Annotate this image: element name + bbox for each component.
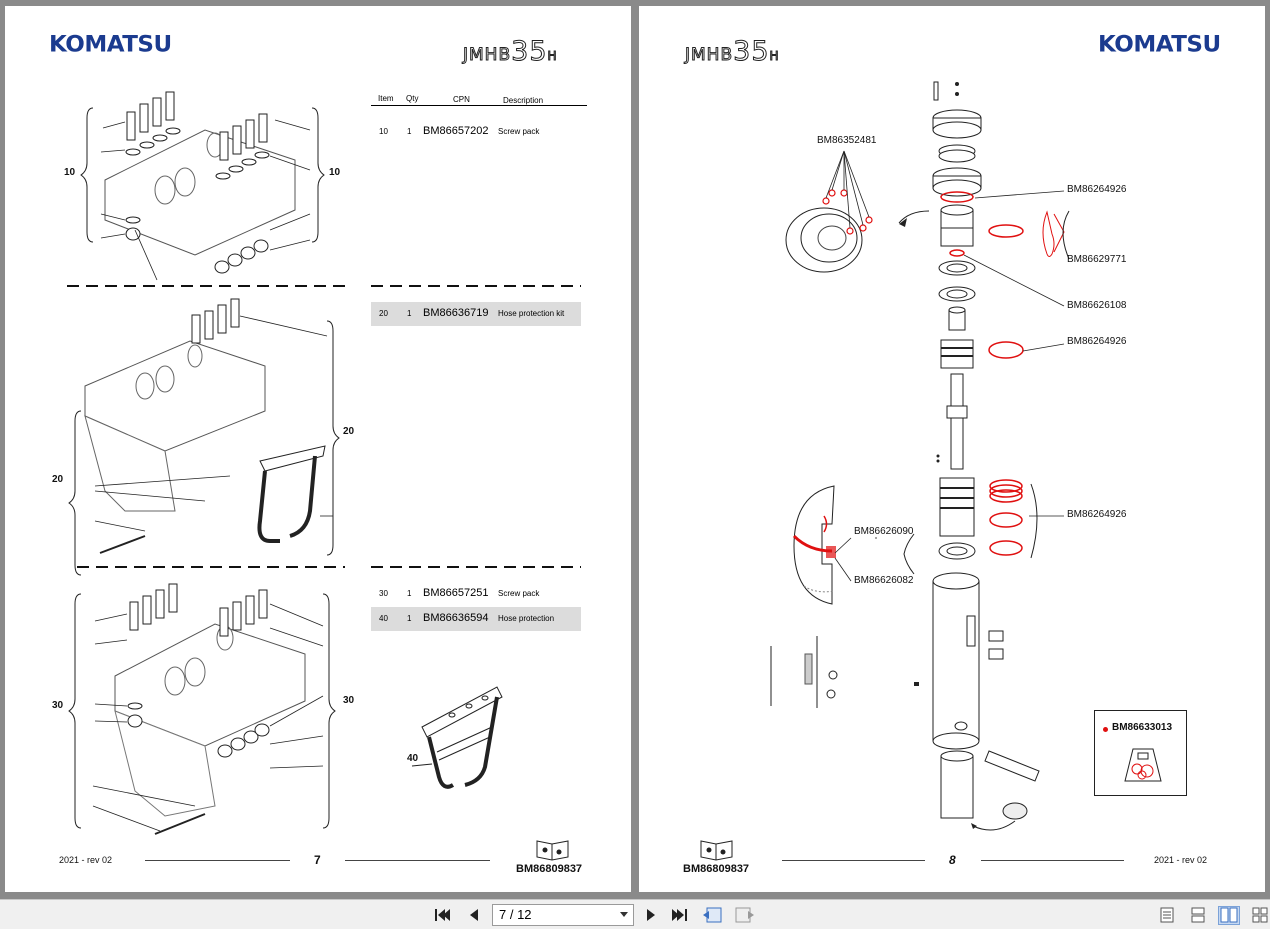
callout-20-left: 20 bbox=[52, 474, 64, 485]
part-label-bushing: BM86626108 bbox=[1067, 300, 1127, 311]
komatsu-logo: KOMATSU bbox=[49, 32, 172, 58]
header-qty: Qty bbox=[406, 94, 419, 103]
part-label-seal-b: BM86626082 bbox=[854, 575, 914, 586]
seal-kit-bag-icon bbox=[1124, 748, 1162, 782]
two-page-continuous-icon bbox=[1252, 907, 1268, 923]
part-label-seal-a: BM86626090 bbox=[854, 526, 914, 537]
part-label-seal-mid: BM86264926 bbox=[1067, 336, 1127, 347]
single-page-view-button[interactable] bbox=[1156, 906, 1178, 925]
two-page-view-button[interactable] bbox=[1218, 906, 1240, 925]
header-cpn: CPN bbox=[453, 95, 470, 104]
last-page-icon bbox=[672, 909, 687, 921]
section-dividers bbox=[67, 285, 581, 568]
header-rule bbox=[371, 105, 587, 106]
seal-kit-box: BM86633013 bbox=[1094, 710, 1187, 796]
continuous-page-icon bbox=[1191, 907, 1205, 923]
two-page-icon bbox=[1220, 907, 1238, 923]
page-number: 8 bbox=[949, 853, 956, 867]
callout-30-left: 30 bbox=[52, 700, 64, 711]
header-description: Description bbox=[503, 96, 544, 105]
footer-rule bbox=[145, 860, 290, 861]
part-label-flange: BM86352481 bbox=[817, 135, 877, 146]
callout-10-right: 10 bbox=[329, 167, 341, 178]
next-page-button[interactable] bbox=[641, 906, 661, 924]
part-label-seal-top: BM86264926 bbox=[1067, 184, 1127, 195]
kit-bullet-icon bbox=[1103, 727, 1108, 732]
footer-rule bbox=[345, 860, 490, 861]
hose-protection-diagram bbox=[68, 298, 340, 576]
footer-rule bbox=[981, 860, 1124, 861]
viewer-toolbar: 7 / 12 bbox=[0, 899, 1270, 929]
hose-protection-part-diagram bbox=[411, 686, 503, 789]
part-label-kit: BM86633013 bbox=[1112, 722, 1173, 733]
single-page-icon bbox=[1160, 907, 1174, 923]
callout-20-right: 20 bbox=[343, 426, 355, 437]
table-row: 30 1 BM86657251 Screw pack bbox=[379, 587, 540, 599]
first-page-button[interactable] bbox=[432, 906, 452, 924]
prev-page-icon bbox=[470, 909, 478, 921]
model-logo: JMHB35H bbox=[684, 36, 780, 68]
callout-30-right: 30 bbox=[343, 695, 355, 706]
two-page-continuous-view-button[interactable] bbox=[1249, 906, 1269, 925]
forward-view-button[interactable] bbox=[735, 906, 755, 924]
book-code: BM86809837 bbox=[516, 863, 583, 875]
footer-rule bbox=[782, 860, 925, 861]
part-label-seal-lower: BM86264926 bbox=[1067, 509, 1127, 520]
footer-date: 2021 - rev 02 bbox=[59, 855, 113, 865]
footer-date: 2021 - rev 02 bbox=[1154, 855, 1208, 865]
right-page: JMHB35H KOMATSU bbox=[639, 6, 1265, 892]
header-item: Item bbox=[378, 94, 394, 103]
screw-pack-diagram-2 bbox=[68, 583, 336, 835]
back-view-button[interactable] bbox=[702, 906, 722, 924]
part-label-seal-ring: BM86629771 bbox=[1067, 254, 1127, 265]
last-page-button[interactable] bbox=[670, 906, 690, 924]
table-row: 10 1 BM86657202 Screw pack bbox=[379, 125, 540, 137]
page-select[interactable]: 7 / 12 bbox=[492, 904, 634, 926]
first-page-icon bbox=[435, 909, 450, 921]
callout-40: 40 bbox=[407, 753, 419, 764]
callout-10-left: 10 bbox=[64, 167, 76, 178]
komatsu-logo: KOMATSU bbox=[1098, 32, 1221, 58]
forward-view-icon bbox=[735, 907, 754, 923]
page-number: 7 bbox=[314, 853, 321, 867]
book-icon bbox=[536, 840, 569, 861]
book-code: BM86809837 bbox=[683, 863, 750, 875]
book-icon bbox=[700, 840, 733, 861]
chevron-down-icon bbox=[620, 912, 628, 917]
back-view-icon bbox=[703, 907, 722, 923]
page-indicator: 7 / 12 bbox=[499, 907, 532, 922]
next-page-icon bbox=[647, 909, 655, 921]
table-row: 20 1 BM86636719 Hose protection kit bbox=[371, 302, 581, 326]
prev-page-button[interactable] bbox=[464, 906, 484, 924]
swivel-assembly-diagram bbox=[770, 81, 1070, 831]
table-row: 40 1 BM86636594 Hose protection bbox=[371, 607, 581, 631]
left-page: KOMATSU JMHB35H Item Qty CPN Description… bbox=[5, 6, 631, 892]
model-logo: JMHB35H bbox=[462, 36, 558, 68]
screw-pack-diagram-1 bbox=[80, 91, 325, 281]
continuous-view-button[interactable] bbox=[1187, 906, 1209, 925]
